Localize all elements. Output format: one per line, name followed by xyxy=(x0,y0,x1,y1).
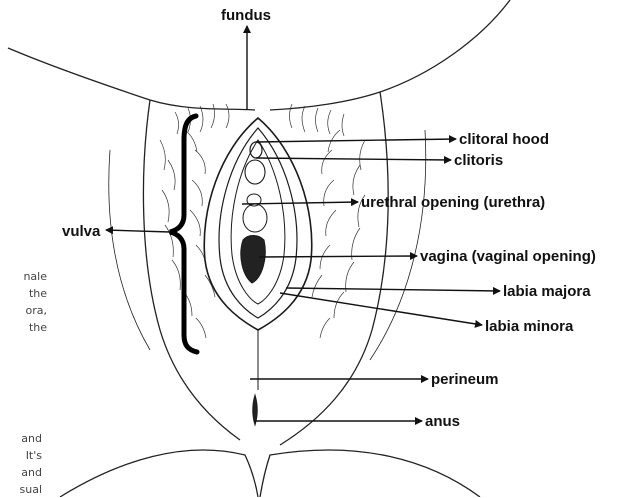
label-urethral-opening: urethral opening (urethra) xyxy=(361,194,545,211)
label-labia-minora: labia minora xyxy=(485,318,574,335)
label-perineum: perineum xyxy=(431,371,499,388)
label-vagina: vagina (vaginal opening) xyxy=(420,248,596,265)
label-fundus: fundus xyxy=(221,7,271,24)
label-anus: anus xyxy=(425,413,460,430)
label-clitoris: clitoris xyxy=(454,152,503,169)
label-labia-majora: labia majora xyxy=(503,283,591,300)
leader-lines xyxy=(106,26,500,421)
label-clitoral-hood: clitoral hood xyxy=(459,131,549,148)
label-vulva: vulva xyxy=(62,223,101,240)
hair-hatching xyxy=(160,104,365,338)
vulva-bracket xyxy=(170,116,197,352)
